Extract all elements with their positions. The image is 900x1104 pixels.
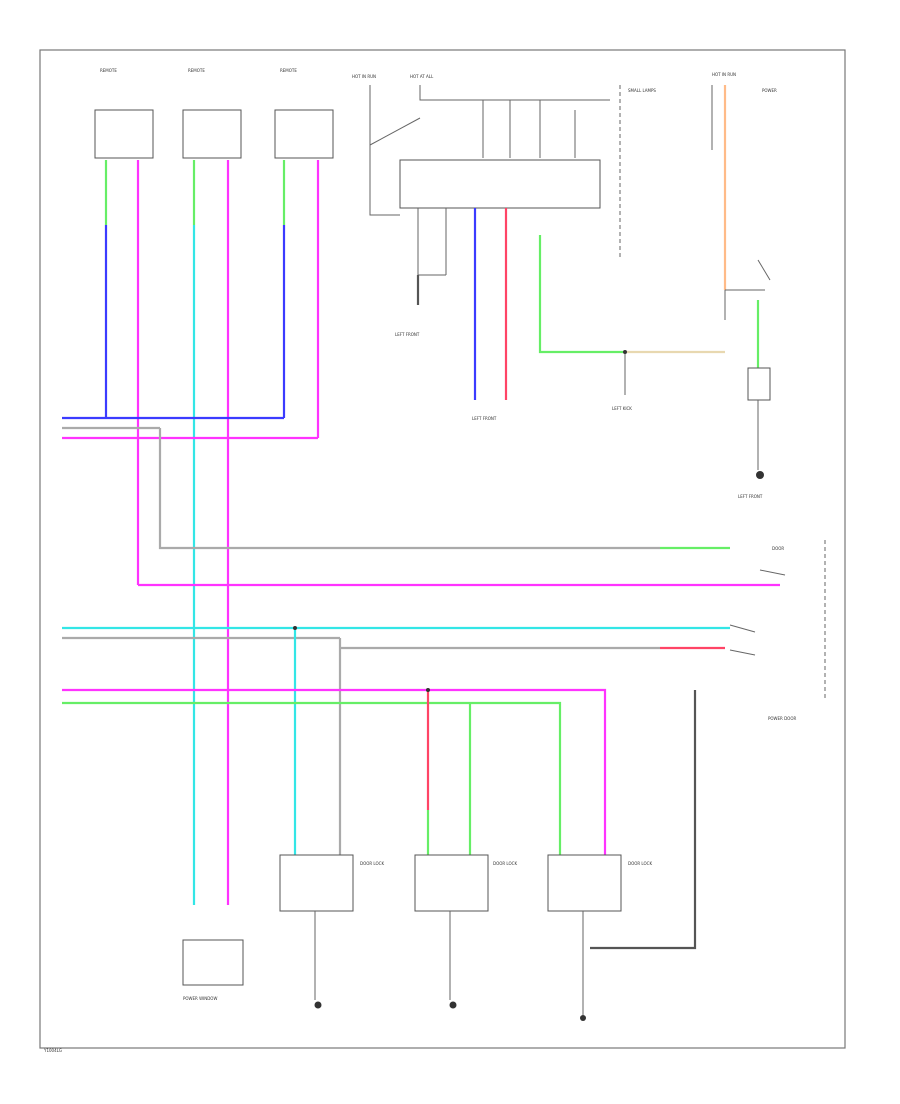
bottom-module-2-body [414, 854, 489, 912]
diagram-frame [39, 49, 846, 1049]
ground-1-label: LEFT FRONT [395, 332, 420, 337]
right-relay-title: HOT IN RUN [712, 72, 736, 77]
top-left-switch-2: REMOTE [182, 68, 242, 159]
bottom-left-switch: POWER WINDOW [182, 939, 244, 1001]
right-relay-fuse [747, 367, 771, 401]
bottom-module-1: DOOR LOCK [279, 854, 384, 1009]
fuse-block-body [399, 159, 601, 209]
switch-1-label: REMOTE [100, 68, 117, 73]
ground-2-label: LEFT FRONT [472, 416, 497, 421]
bottom-module-1-label: DOOR LOCK [360, 861, 384, 866]
door-switch-panel-note: POWER DOOR [768, 716, 796, 721]
middle-bus-wires [62, 626, 730, 855]
ground-1: LEFT FRONT [395, 332, 420, 337]
fuse-block: HOT IN RUN HOT AT ALL SMALL LAMPS [352, 74, 656, 260]
wires-switch-3 [282, 160, 320, 438]
right-relay-ground-label: LEFT FRONT [738, 494, 763, 499]
switch-3-body [274, 109, 334, 159]
ground-3: LEFT KICK [612, 406, 632, 411]
switch-3-label: REMOTE [280, 68, 297, 73]
bottom-module-3: DOOR LOCK [547, 854, 652, 1021]
wires-switch-1 [104, 160, 140, 585]
bottom-module-3-body [547, 854, 622, 912]
ground-3-label: LEFT KICK [612, 406, 632, 411]
bottom-module-2: DOOR LOCK [414, 854, 517, 1009]
right-relay-note: POWER [762, 88, 777, 93]
wires-switch-2 [192, 160, 230, 905]
door-switch-panel-label: DOOR [772, 546, 784, 551]
bottom-module-3-label: DOOR LOCK [628, 861, 652, 866]
bottom-module-2-label: DOOR LOCK [493, 861, 517, 866]
switch-2-label: REMOTE [188, 68, 205, 73]
bottom-left-switch-label: POWER WINDOW [183, 996, 217, 1001]
ground-2: LEFT FRONT [472, 416, 497, 421]
switch-1-body [94, 109, 154, 159]
switch-2-body [182, 109, 242, 159]
fuse-block-wires [416, 208, 725, 400]
left-bus-wires [62, 416, 780, 587]
top-left-switch-3: REMOTE [274, 68, 334, 159]
footer-code: Y1004LG [43, 1048, 62, 1053]
bottom-left-switch-body [182, 939, 244, 986]
top-left-switch-1: REMOTE [94, 68, 154, 159]
right-relay: HOT IN RUN LEFT FRONT POWER [711, 72, 777, 499]
fuse-block-label-right: HOT AT ALL [410, 74, 434, 79]
fuse-block-right-note: SMALL LAMPS [628, 88, 656, 93]
door-switch-panel: DOOR POWER DOOR [590, 540, 826, 950]
bottom-module-1-body [279, 854, 354, 912]
fuse-block-label-left: HOT IN RUN [352, 74, 376, 79]
